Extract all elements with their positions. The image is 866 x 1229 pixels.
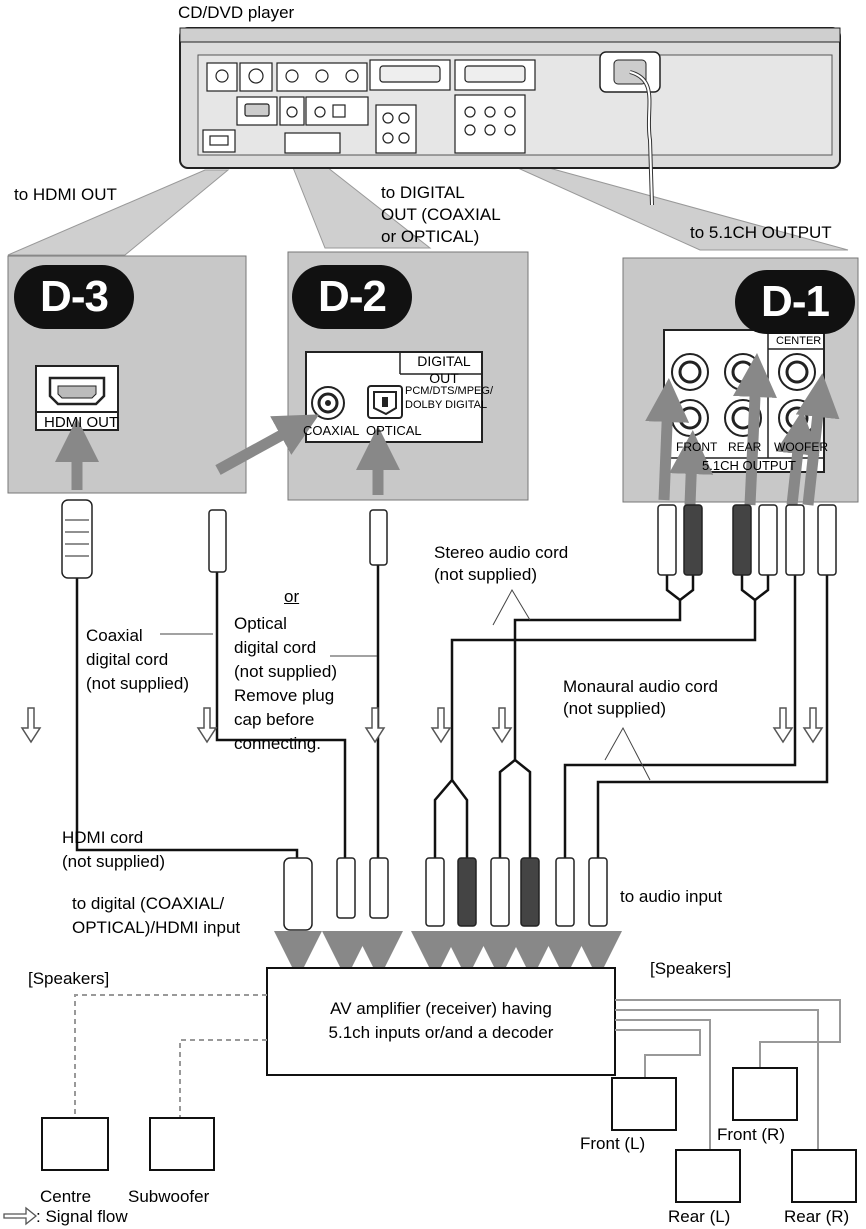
hdmi-cord-label: HDMI cord (not supplied) (62, 828, 166, 871)
plug-arrows (55, 353, 840, 506)
front-r-label: Front (R) (717, 1125, 785, 1144)
power-inlet (599, 51, 661, 206)
front-r-speaker (732, 1067, 798, 1121)
speakers-heading-right: [Speakers] (650, 959, 732, 978)
speakers-heading-left: [Speakers] (28, 969, 110, 988)
callout-ch51-output: to 5.1CH OUTPUT (690, 223, 832, 242)
coaxial-cord-label: Coaxial digital cord (not supplied) (86, 626, 190, 693)
signal-flow-legend: : Signal flow (36, 1207, 128, 1226)
coaxial-label: COAXIAL (303, 423, 360, 438)
amplifier-box (266, 967, 616, 1076)
subwoofer-speaker (149, 1117, 215, 1171)
front-l-speaker (611, 1077, 677, 1131)
woofer-label: WOOFER (774, 440, 828, 454)
digital-input-label: to digital (COAXIAL/ OPTICAL)/HDMI input (72, 894, 241, 937)
stereo-cord-label: Stereo audio cord (not supplied) (434, 543, 569, 584)
bottom-plugs (283, 857, 608, 931)
callout-wedges (7, 159, 849, 256)
subwoofer-label: Subwoofer (128, 1187, 210, 1206)
rear-r-label: Rear (R) (784, 1207, 850, 1226)
badge-d1: D-1 (735, 270, 855, 334)
centre-label: Centre (40, 1187, 92, 1206)
digital-formats-label: PCM/DTS/MPEG/ DOLBY DIGITAL (405, 385, 494, 411)
digital-out-plate (305, 351, 483, 443)
badge-d2: D-2 (292, 265, 412, 329)
ch51-output-label: 5.1CH OUTPUT (702, 458, 796, 473)
rear-l-label: Rear (L) (668, 1207, 731, 1226)
cables (75, 565, 829, 862)
monaural-cord-label: Monaural audio cord (not supplied) (563, 677, 718, 718)
optical-cord-label: Optical digital cord (not supplied) Remo… (234, 614, 338, 753)
rear-label: REAR (728, 440, 762, 454)
front-label: FRONT (676, 440, 718, 454)
signal-flow-arrows (20, 707, 824, 744)
or-label: or (284, 587, 300, 606)
input-arrows (274, 931, 622, 979)
front-l-label: Front (L) (580, 1134, 646, 1153)
audio-input-label: to audio input (620, 887, 723, 906)
rear-r-speaker (791, 1149, 857, 1203)
top-plugs (61, 499, 837, 579)
callout-hdmi-out: to HDMI OUT (14, 185, 117, 204)
hdmi-out-connector (35, 365, 119, 431)
amplifier-label: AV amplifier (receiver) having 5.1ch inp… (328, 999, 554, 1042)
optical-label: OPTICAL (366, 423, 422, 438)
device-title: CD/DVD player (178, 3, 295, 22)
speaker-wires (74, 994, 841, 1185)
badge-d3: D-3 (14, 265, 134, 329)
hdmi-out-label: HDMI OUT (44, 414, 119, 431)
speaker-boxes (41, 1067, 857, 1203)
center-label: CENTER (776, 335, 822, 347)
leader-lines (160, 588, 651, 781)
player-back-panel (179, 27, 841, 206)
callout-digital-out: to DIGITAL OUT (COAXIAL or OPTICAL) (381, 183, 501, 246)
centre-speaker (41, 1117, 109, 1171)
digital-out-heading: DIGITAL OUT (417, 353, 471, 386)
signal-flow-legend-icon (3, 1206, 38, 1226)
rear-l-speaker (675, 1149, 741, 1203)
